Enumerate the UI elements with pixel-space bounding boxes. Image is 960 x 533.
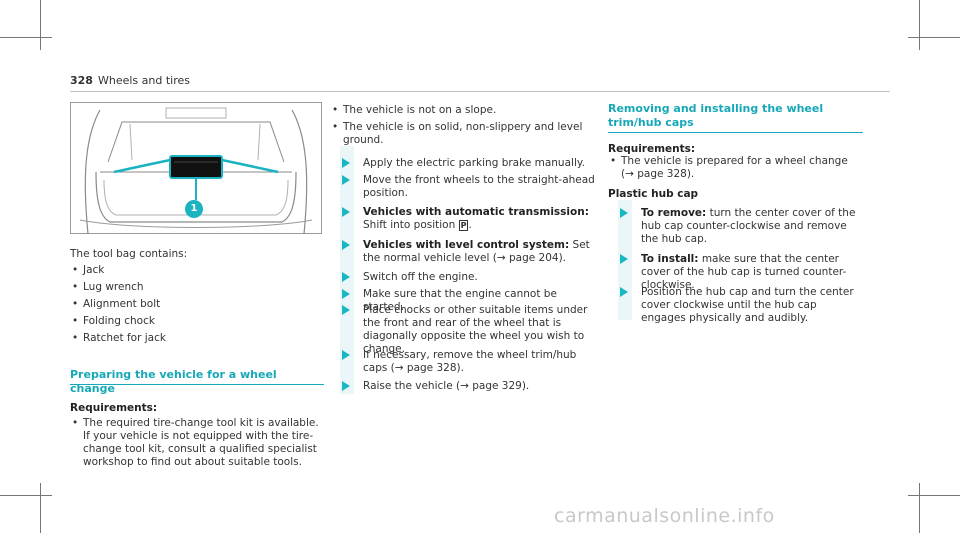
- step-item: Vehicles with level control system: Set …: [330, 239, 595, 265]
- tool-bag-intro: The tool bag contains:: [70, 248, 188, 260]
- trunk-illustration: [70, 102, 322, 234]
- requirement-item: The vehicle is prepared for a wheel chan…: [608, 155, 861, 181]
- section-rule: [608, 132, 863, 133]
- step-arrow-icon: [342, 272, 350, 282]
- section-rule: [70, 384, 324, 385]
- crop-mark: [40, 0, 41, 50]
- list-item: Ratchet for jack: [70, 332, 323, 345]
- crop-mark: [40, 483, 41, 533]
- step-arrow-icon: [342, 350, 350, 360]
- step-arrow-icon: [620, 287, 628, 297]
- crop-mark: [919, 0, 920, 50]
- figure-callout: 1: [190, 203, 198, 214]
- step-arrow-icon: [342, 305, 350, 315]
- gear-position-p-icon: P: [458, 220, 469, 231]
- step-arrow-icon: [342, 240, 350, 250]
- step-item: Position the hub cap and turn the center…: [608, 286, 861, 325]
- crop-mark: [0, 37, 52, 38]
- step-item: To remove: turn the center cover of the …: [608, 207, 861, 246]
- step-arrow-icon: [342, 207, 350, 217]
- step-item: Make sure that the engine cannot be star…: [330, 288, 595, 314]
- page-title: Wheels and tires: [97, 74, 190, 87]
- crop-mark: [908, 37, 960, 38]
- requirements-label: Requirements:: [70, 402, 158, 414]
- step-item: Apply the electric parking brake manuall…: [330, 157, 595, 170]
- watermark: carmanualsonline.info: [554, 505, 775, 527]
- list-item: Lug wrench: [70, 281, 323, 294]
- section-title: Removing and installing the wheel trim/h…: [608, 102, 824, 129]
- step-item: Switch off the engine.: [330, 271, 595, 284]
- step-item: Vehicles with automatic transmission:Shi…: [330, 206, 595, 232]
- page-number: 328: [70, 74, 93, 87]
- step-item: Raise the vehicle (→ page 329).: [330, 380, 595, 393]
- requirement-item: The required tire-change tool kit is ava…: [70, 417, 325, 469]
- list-item: Folding chock: [70, 315, 323, 328]
- subsection-title: Plastic hub cap: [608, 188, 699, 200]
- list-item: Alignment bolt: [70, 298, 323, 311]
- list-item: Jack: [70, 264, 323, 277]
- step-item: To install: make sure that the center co…: [608, 253, 861, 292]
- step-item: If necessary, remove the wheel trim/hub …: [330, 349, 595, 375]
- header-rule: [70, 91, 890, 92]
- step-arrow-icon: [342, 158, 350, 168]
- crop-mark: [919, 483, 920, 533]
- section-title: Preparing the vehicle for a wheel change: [70, 368, 277, 395]
- condition-item: The vehicle is on solid, non-slippery an…: [330, 121, 598, 147]
- step-arrow-icon: [342, 381, 350, 391]
- condition-item: The vehicle is not on a slope.: [330, 104, 598, 117]
- step-arrow-icon: [620, 208, 628, 218]
- step-item: Place chocks or other suitable items und…: [330, 304, 595, 356]
- step-arrow-icon: [620, 254, 628, 264]
- crop-mark: [908, 495, 960, 496]
- step-arrow-icon: [342, 289, 350, 299]
- step-arrow-icon: [342, 175, 350, 185]
- step-item: Move the front wheels to the straight-ah…: [330, 174, 595, 200]
- crop-mark: [0, 495, 52, 496]
- requirements-label: Requirements:: [608, 143, 696, 155]
- page-header: 328 Wheels and tires: [70, 74, 190, 87]
